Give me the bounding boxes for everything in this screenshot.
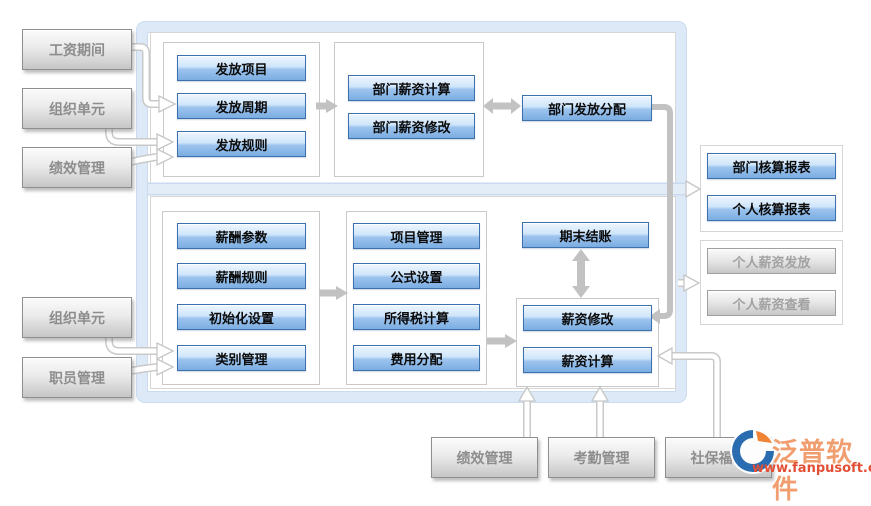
- btn-dept-report: 部门核算报表: [707, 153, 836, 179]
- btn-formula-settings: 公式设置: [353, 263, 480, 289]
- btn-init-settings: 初始化设置: [177, 304, 306, 330]
- btn-salary-modify: 薪资修改: [523, 305, 652, 331]
- brand-website: www.fanpusoft.com: [752, 461, 871, 476]
- btn-salary-calc: 薪资计算: [523, 347, 652, 373]
- btn-expense-allocation: 费用分配: [353, 345, 480, 371]
- btn-personal-salary-view: 个人薪资查看: [707, 290, 836, 316]
- btn-dept-issue-allocation: 部门发放分配: [522, 95, 652, 121]
- btn-period-closing: 期末结账: [522, 222, 649, 248]
- btn-project-mgmt: 项目管理: [353, 223, 480, 249]
- btn-income-tax-calc: 所得税计算: [353, 304, 480, 330]
- btn-issue-cycle: 发放周期: [177, 93, 306, 119]
- node-performance-mgmt-1: 绩效管理: [22, 147, 132, 188]
- node-staff-mgmt: 职员管理: [22, 357, 132, 398]
- btn-dept-salary-modify: 部门薪资修改: [348, 113, 475, 139]
- btn-salary-rules: 薪酬规则: [177, 263, 306, 289]
- fanpu-logo-icon: [730, 428, 776, 474]
- btn-issue-rule: 发放规则: [177, 131, 306, 157]
- node-org-unit-2: 组织单元: [22, 297, 132, 338]
- node-salary-period: 工资期间: [22, 29, 132, 70]
- btn-salary-params: 薪酬参数: [177, 223, 306, 249]
- dept-salary-group: [334, 42, 484, 177]
- node-org-unit-1: 组织单元: [22, 88, 132, 129]
- btn-dept-salary-calc: 部门薪资计算: [348, 75, 475, 101]
- btn-personal-salary-issue: 个人薪资发放: [707, 248, 836, 274]
- node-performance-mgmt-2: 绩效管理: [431, 437, 538, 478]
- btn-category-mgmt: 类别管理: [177, 345, 306, 371]
- btn-issue-item: 发放项目: [177, 55, 306, 81]
- node-attendance-mgmt: 考勤管理: [548, 437, 655, 478]
- btn-personal-report: 个人核算报表: [707, 195, 836, 221]
